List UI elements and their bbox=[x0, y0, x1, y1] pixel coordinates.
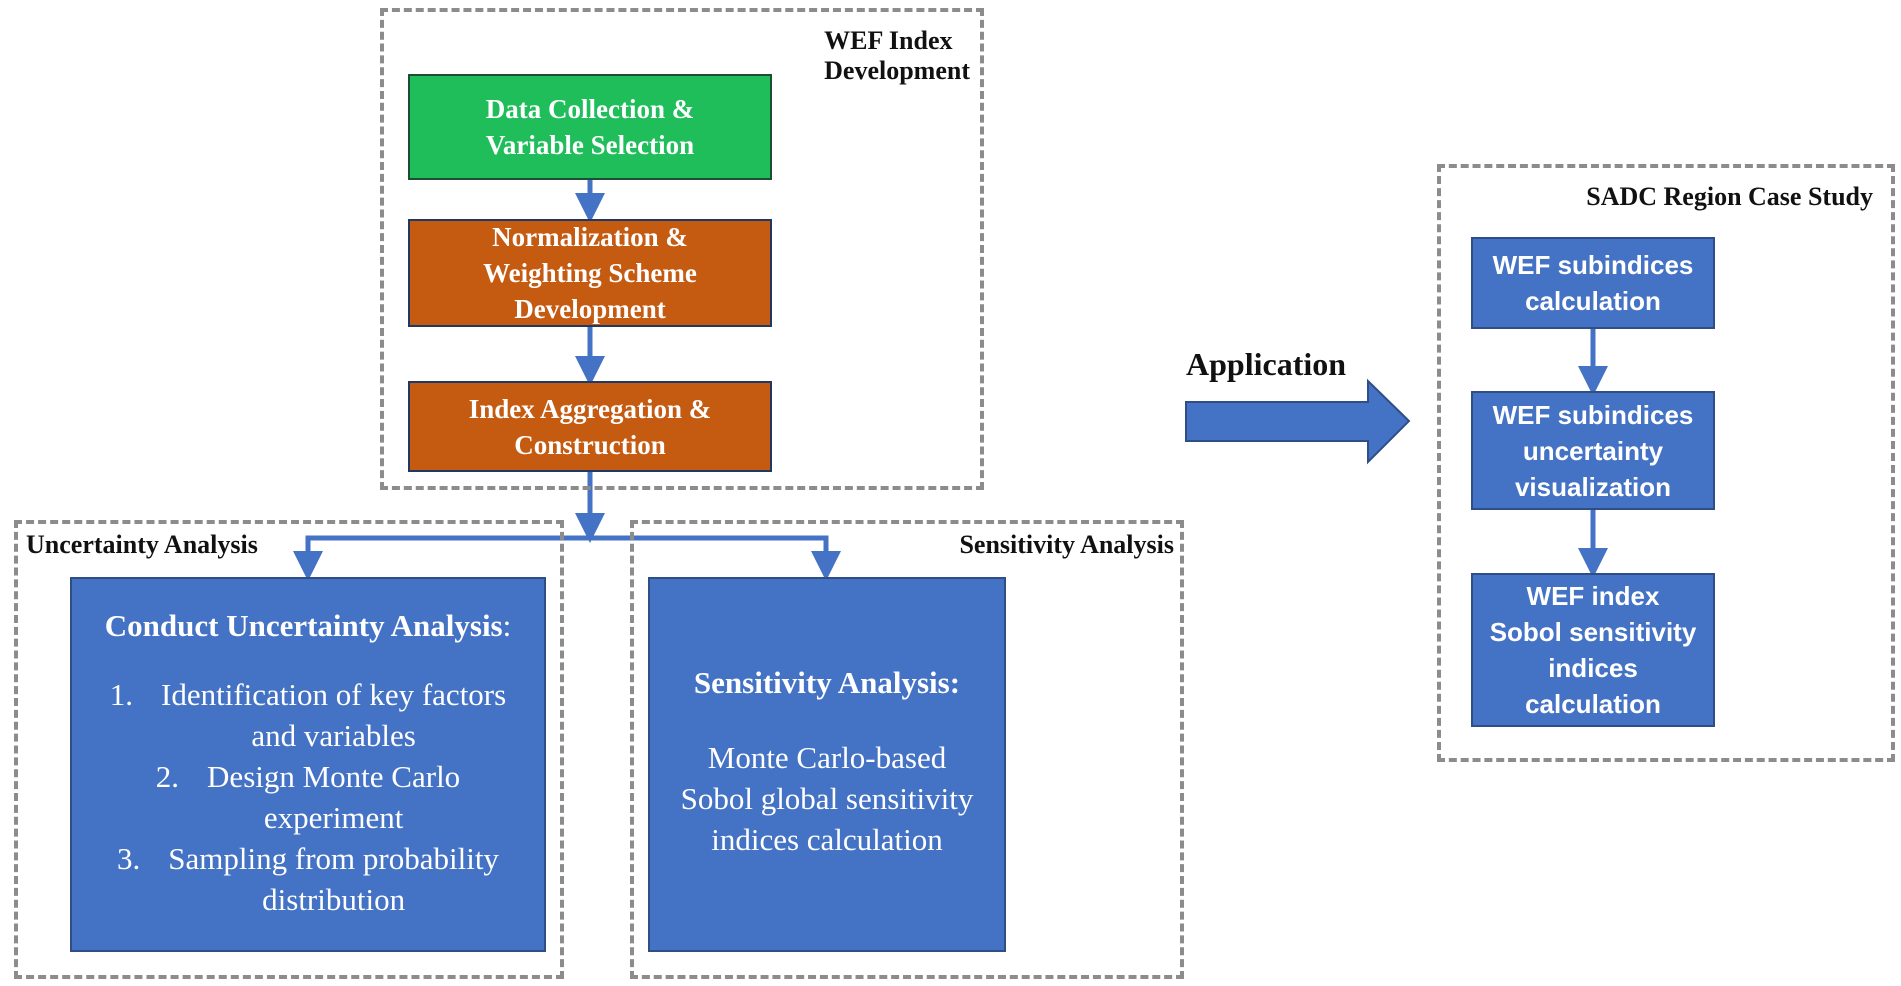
wef-subindices-uncertainty-visualization-box: WEF subindices uncertainty visualization bbox=[1471, 391, 1715, 510]
sadc-region-case-study-title: SADC Region Case Study bbox=[1586, 182, 1873, 211]
normalization-weighting-box: Normalization & Weighting Scheme Develop… bbox=[408, 219, 772, 327]
sensitivity-analysis-description: Monte Carlo-based Sobol global sensitivi… bbox=[680, 740, 974, 857]
arrow-split-to-sensitivity bbox=[590, 535, 841, 581]
sensitivity-analysis-heading: Sensitivity Analysis: bbox=[693, 665, 961, 700]
wef-subindices-calculation-box: WEF subindices calculation bbox=[1471, 237, 1715, 329]
data-collection-box: Data Collection & Variable Selection bbox=[408, 74, 772, 180]
uncertainty-analysis-title: Uncertainty Analysis bbox=[26, 530, 258, 559]
sensitivity-analysis-group: Sensitivity Analysis bbox=[630, 520, 1184, 979]
wef-index-sobol-sensitivity-box: WEF index Sobol sensitivity indices calc… bbox=[1471, 573, 1715, 727]
arrow-split-to-uncertainty bbox=[293, 535, 590, 581]
application-arrow bbox=[1185, 378, 1411, 465]
sadc-region-case-study-group: SADC Region Case Study bbox=[1437, 164, 1895, 762]
uncertainty-analysis-group: Uncertainty Analysis bbox=[14, 520, 564, 979]
wef-index-development-group: WEF Index Development bbox=[380, 8, 984, 490]
application-label: Application bbox=[1186, 346, 1347, 382]
sensitivity-analysis-title: Sensitivity Analysis bbox=[959, 530, 1174, 559]
conduct-uncertainty-analysis-heading: Conduct Uncertainty Analysis: bbox=[104, 608, 512, 643]
index-aggregation-box: Index Aggregation & Construction bbox=[408, 381, 772, 472]
sensitivity-analysis-box: Sensitivity Analysis: Monte Carlo-based … bbox=[648, 577, 1006, 952]
wef-index-development-title: WEF Index Development bbox=[824, 26, 970, 85]
conduct-uncertainty-analysis-box: Conduct Uncertainty Analysis: 1. Identif… bbox=[70, 577, 546, 952]
